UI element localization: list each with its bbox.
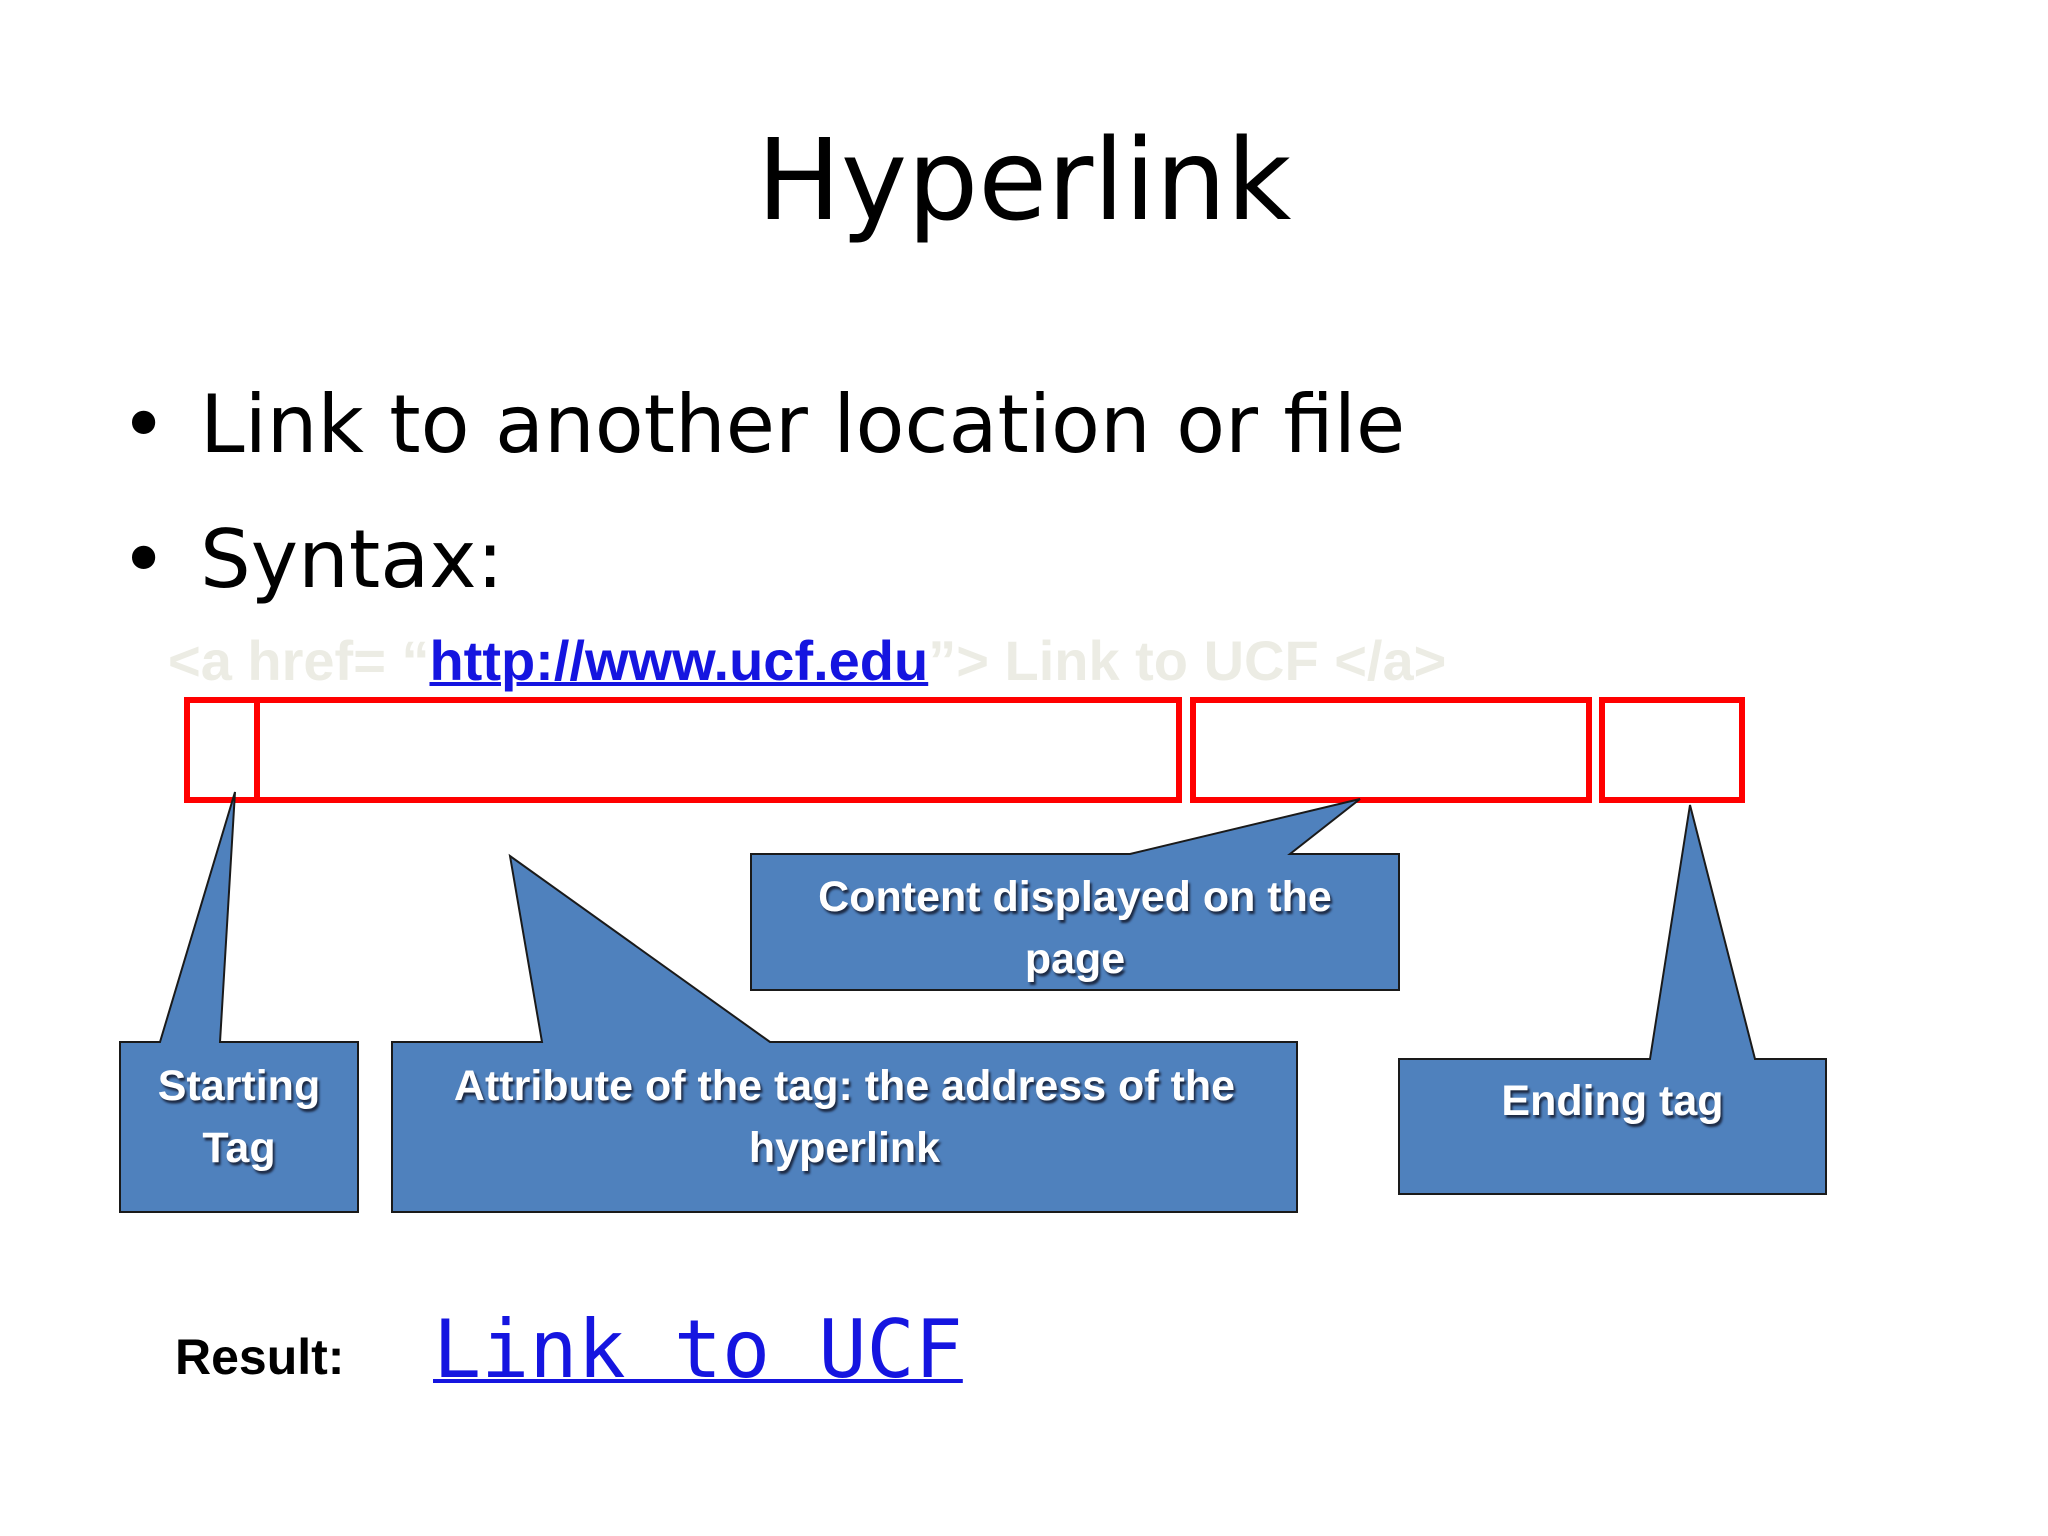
highlight-box-attribute	[254, 697, 1182, 803]
syntax-prefix: <a href= “	[168, 629, 430, 692]
highlight-box-end-tag	[1599, 697, 1745, 803]
callout-attribute-text: Attribute of the tag: the address of the…	[453, 1062, 1236, 1172]
result-link[interactable]: Link to UCF	[433, 1303, 963, 1396]
callout-ending-tag-shape	[1398, 804, 1827, 1195]
syntax-code-line: <a href= “http://www.ucf.edu”> Link to U…	[168, 633, 1446, 689]
result-label: Result:	[175, 1329, 345, 1385]
callout-attribute-shape	[391, 853, 1298, 1213]
bullet-text: Syntax:	[200, 513, 504, 606]
syntax-url-link[interactable]: http://www.ucf.edu	[429, 629, 929, 692]
highlight-box-content	[1190, 697, 1592, 803]
bullet-text: Link to another location or file	[200, 378, 1406, 471]
bullet-dot: •	[120, 513, 168, 606]
callout-starting-tag-shape	[119, 791, 359, 1213]
slide-title: Hyperlink	[756, 116, 1292, 246]
syntax-suffix: ”> Link to UCF </a>	[928, 629, 1447, 692]
bullet-syntax: •Syntax:	[120, 520, 504, 600]
callout-ending-tag-text: Ending tag	[1501, 1077, 1724, 1125]
callout-content-text: Content displayed on the page	[818, 873, 1332, 983]
bullet-link-definition: •Link to another location or file	[120, 385, 1405, 465]
callout-starting-tag-text: Starting Tag	[157, 1062, 321, 1172]
highlight-box-start-tag	[184, 697, 260, 803]
callout-content-shape	[750, 798, 1400, 991]
bullet-dot: •	[120, 378, 168, 471]
